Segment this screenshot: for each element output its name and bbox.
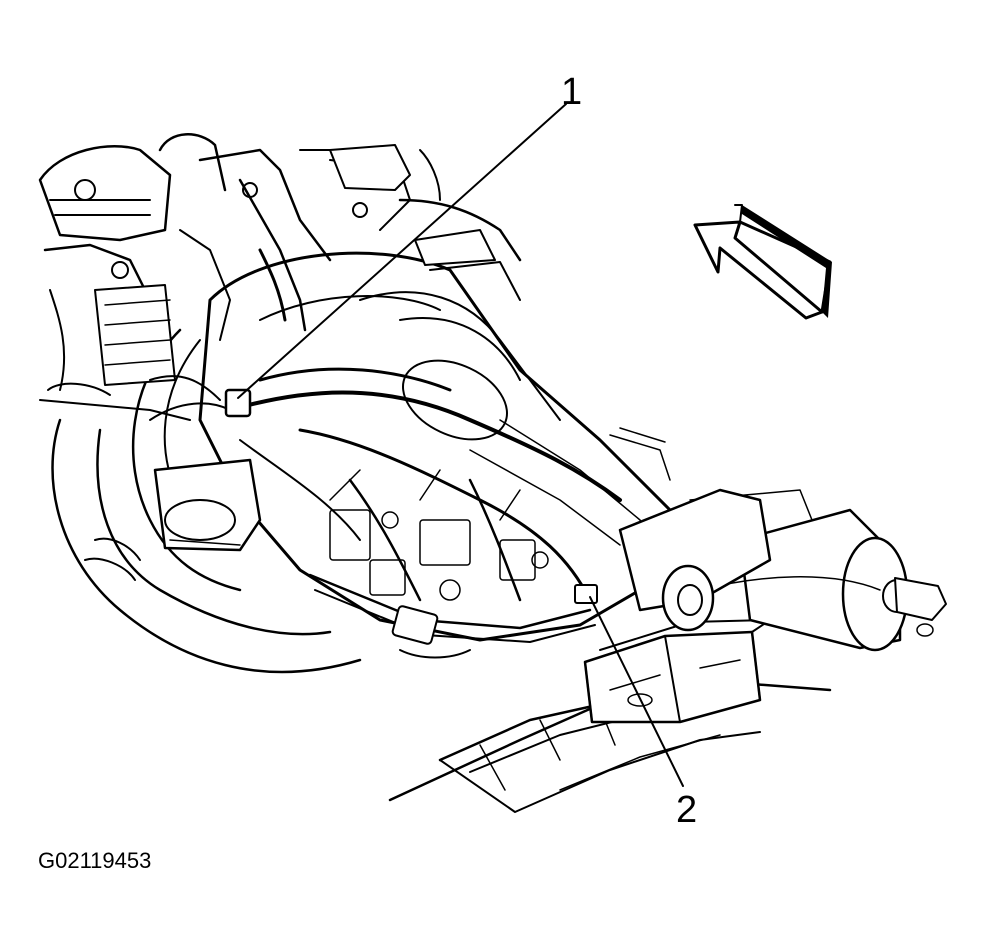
direction-arrow xyxy=(693,204,832,320)
callout-2-label: 2 xyxy=(676,789,697,831)
callout-1-label: 1 xyxy=(561,71,582,113)
drive-shaft xyxy=(609,427,947,652)
leader-line-1 xyxy=(237,103,567,399)
figure-id: G02119453 xyxy=(38,848,151,873)
wiring-harness xyxy=(149,367,622,659)
leader-lines xyxy=(237,103,684,787)
exhaust-pipe xyxy=(47,382,362,674)
engine-block xyxy=(38,133,522,552)
connector-2 xyxy=(574,584,598,604)
connector-1 xyxy=(224,388,252,418)
transmission-mount xyxy=(583,619,771,724)
leader-line-2 xyxy=(589,596,684,787)
transmission-case xyxy=(131,251,772,643)
